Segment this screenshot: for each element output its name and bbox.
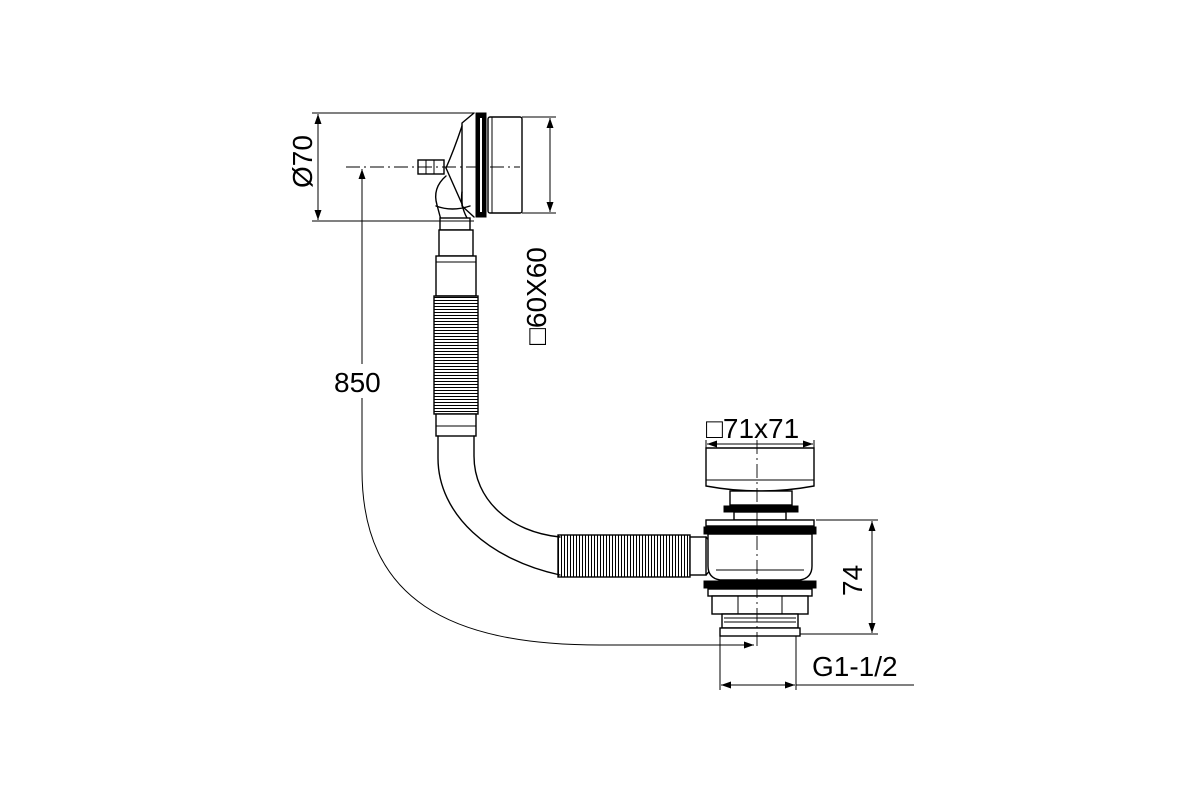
dimension-drain-height: 74: [800, 519, 878, 635]
dimension-thread: G1-1/2: [719, 636, 914, 690]
dimension-overflow-cover: □60X60: [521, 116, 556, 345]
total-length-label: 850: [334, 367, 381, 398]
dimension-diameter: Ø70: [287, 112, 474, 222]
dimension-total-length: 850: [330, 169, 754, 649]
dimension-drain-cover: □71x71: [705, 413, 815, 448]
diameter-label: Ø70: [287, 135, 318, 188]
drain-assembly: [703, 440, 817, 650]
overflow-cover-label: □60X60: [521, 247, 552, 345]
drain-cover-label: □71x71: [706, 413, 799, 444]
pipe-bend: [437, 435, 561, 576]
vertical-pipe: [433, 229, 479, 437]
overflow-head: [346, 112, 523, 231]
drain-height-label: 74: [837, 565, 868, 596]
horizontal-pipe: [557, 534, 716, 578]
thread-label: G1-1/2: [812, 651, 898, 682]
